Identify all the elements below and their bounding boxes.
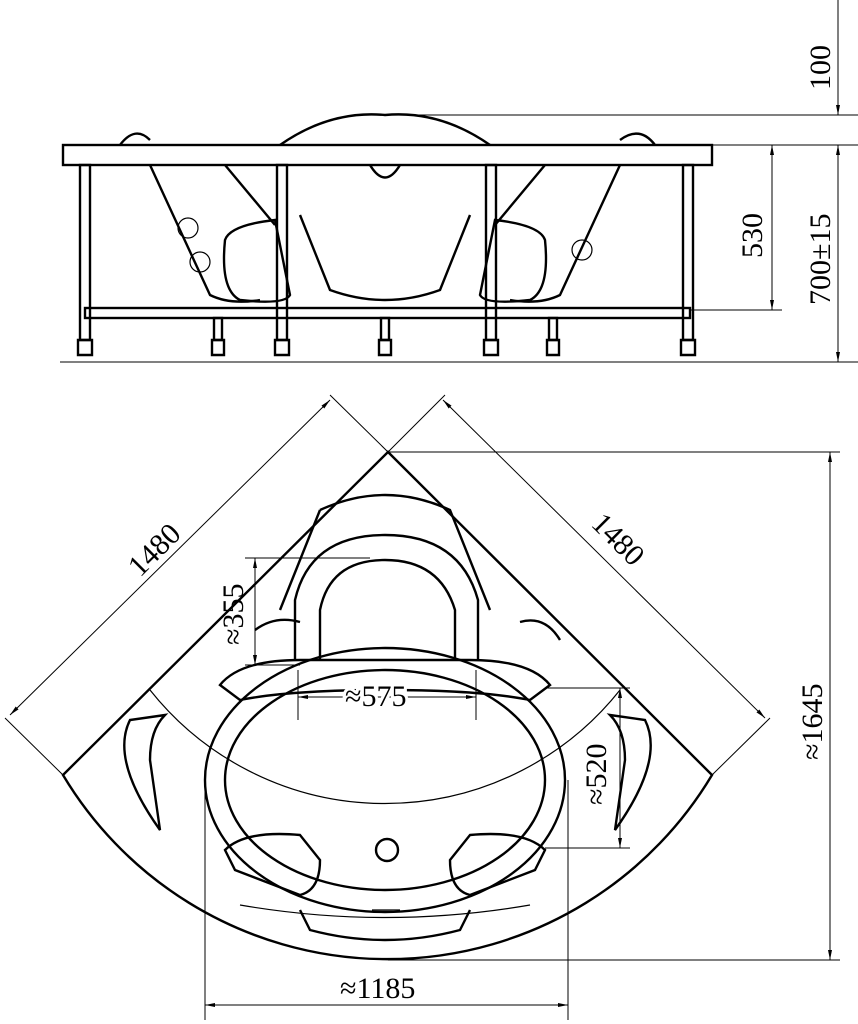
- legs: [76, 163, 697, 357]
- dim-inner-depth: 530: [736, 213, 769, 258]
- dim-right-edge: 1480: [585, 507, 651, 573]
- dim-headrest: ≈355: [217, 584, 250, 645]
- rim: [61, 143, 714, 167]
- dim-bowl-depth: ≈520: [580, 744, 613, 805]
- side-view: 100 530 700±15: [60, 0, 858, 363]
- top-view: 1480 1480 ≈1645 ≈1185 ≈520 ≈575 ≈355: [4, 394, 840, 1020]
- tub-outline: [61, 450, 714, 961]
- dim-left-edge: 1480: [122, 517, 188, 583]
- dim-seat-width: ≈575: [345, 680, 406, 713]
- frame: [83, 306, 692, 320]
- dim-total-height: 700±15: [804, 214, 837, 305]
- dim-rim-height: 100: [804, 45, 837, 90]
- dim-overall-width: ≈1185: [340, 972, 415, 1005]
- dim-overall-depth: ≈1645: [796, 684, 829, 760]
